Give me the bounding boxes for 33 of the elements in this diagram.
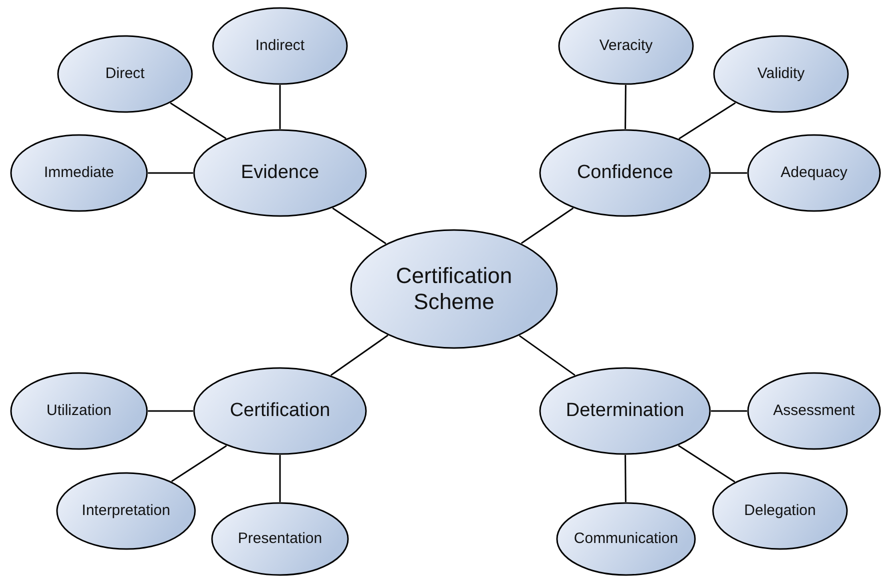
connector-line [279, 85, 281, 129]
node-label: Immediate [44, 164, 114, 182]
connector-line [170, 102, 226, 140]
connector-line [148, 410, 193, 412]
connector-line [518, 335, 576, 376]
node-label: Assessment [773, 402, 855, 420]
node-label: Validity [757, 65, 805, 83]
connector-line [711, 410, 747, 412]
node-label: Confidence [576, 162, 674, 184]
node-label: Determination [566, 400, 684, 422]
node-label: Indirect [255, 37, 305, 55]
node-label: Veracity [599, 37, 653, 55]
node-label: Communication [574, 530, 678, 548]
connector-line [148, 172, 193, 174]
connector-line [678, 102, 736, 140]
node-label: Certification Scheme [394, 262, 514, 316]
connector-line [520, 207, 574, 244]
node-label: Delegation [744, 502, 816, 520]
connector-line [332, 207, 386, 244]
connector-line [624, 85, 626, 129]
node-label: Certification [230, 400, 330, 422]
connector-line [330, 334, 388, 376]
node-label: Adequacy [780, 164, 848, 182]
connector-line [279, 455, 281, 502]
node-label: Evidence [240, 162, 320, 184]
connector-line [711, 172, 747, 174]
node-label: Direct [105, 65, 145, 83]
connector-line [171, 445, 227, 482]
node-label: Utilization [46, 402, 112, 420]
connector-line [678, 444, 736, 483]
node-label: Interpretation [82, 502, 170, 520]
connector-line [624, 455, 626, 502]
node-label: Presentation [238, 530, 322, 548]
